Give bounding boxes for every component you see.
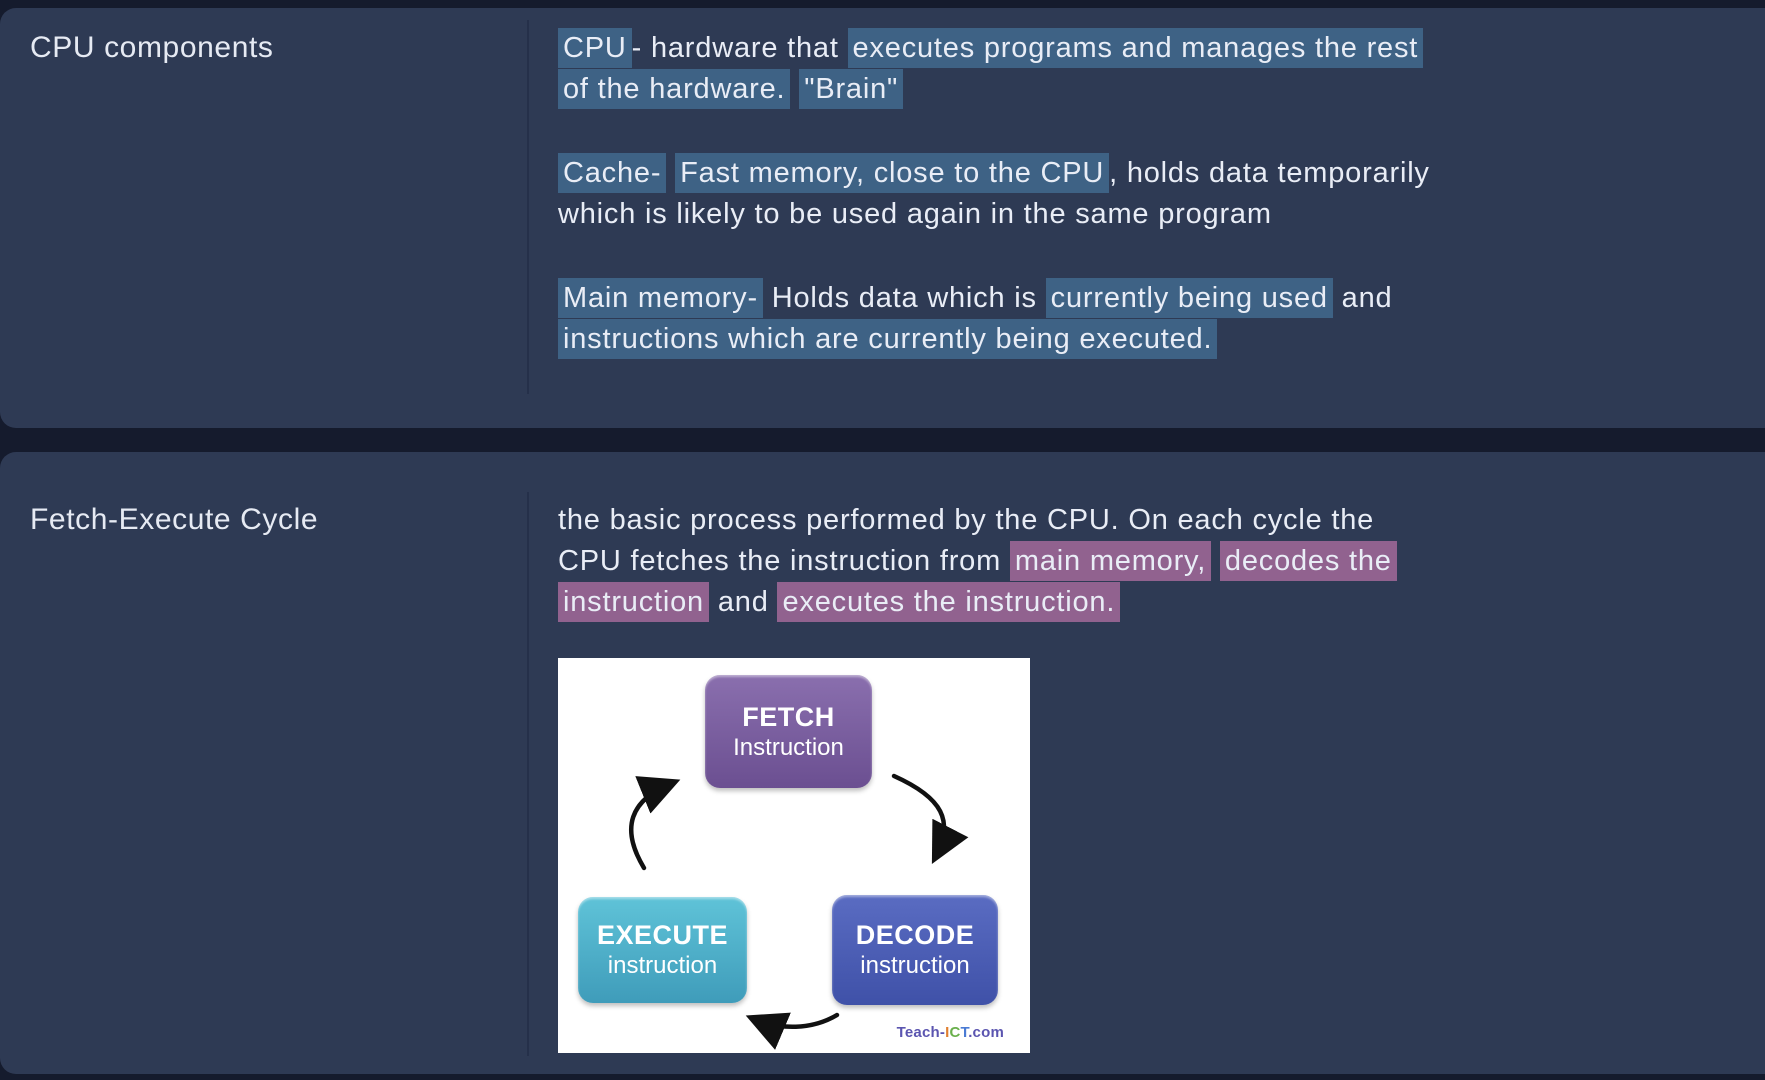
plain-text: and	[1332, 282, 1393, 314]
node-title: FETCH	[742, 701, 835, 732]
plain-text	[1211, 545, 1220, 577]
cycle-diagram-image[interactable]: FETCH Instruction DECODE instruction EXE…	[558, 658, 1030, 1053]
definition-text: CPU- hardware that executes programs and…	[558, 28, 1745, 360]
arrow-execute-to-fetch-icon	[629, 776, 681, 871]
highlighted-text: of the hardware.	[558, 69, 791, 109]
highlighted-text: instructions which are currently being e…	[558, 319, 1218, 359]
plain-text: , holds data temporarily	[1109, 157, 1430, 189]
teach-ict-credit: Teach-ICT.com	[897, 1024, 1004, 1041]
highlighted-text: decodes the	[1219, 541, 1397, 581]
credit-segment: T	[960, 1024, 969, 1041]
highlighted-text: executes programs and manages the rest	[847, 28, 1424, 68]
arrow-fetch-to-decode-icon	[891, 773, 969, 865]
credit-segment: Teach-	[896, 1024, 946, 1041]
plain-text: and	[708, 586, 778, 618]
term-text: Fetch-Execute Cycle	[30, 503, 319, 536]
plain-text: CPU fetches the instruction from	[558, 545, 1010, 577]
definition-paragraph: Cache- Fast memory, close to the CPU, ho…	[558, 153, 1745, 235]
column-divider	[527, 20, 529, 394]
column-divider	[527, 492, 529, 1056]
highlighted-text: CPU	[558, 28, 632, 68]
highlighted-text: executes the instruction.	[777, 582, 1121, 622]
credit-segment: C	[949, 1024, 961, 1041]
credit-segment: .com	[968, 1024, 1004, 1041]
node-subtitle: instruction	[860, 952, 970, 979]
definition-paragraph: CPU- hardware that executes programs and…	[558, 28, 1745, 110]
term-text: CPU components	[30, 31, 274, 64]
plain-text: the basic process performed by the CPU. …	[558, 504, 1375, 536]
plain-text	[666, 157, 675, 189]
arrow-decode-to-execute-icon	[745, 1012, 840, 1050]
node-subtitle: Instruction	[733, 733, 844, 761]
fetch-instruction-node: FETCH Instruction	[705, 675, 872, 788]
definition-column: the basic process performed by the CPU. …	[529, 452, 1765, 1074]
node-title: DECODE	[855, 920, 975, 950]
highlighted-text: Cache-	[558, 153, 667, 193]
definition-column: CPU- hardware that executes programs and…	[529, 8, 1765, 428]
highlighted-text: Fast memory, close to the CPU	[675, 153, 1110, 193]
flashcard-row-cpu-components[interactable]: CPU components CPU- hardware that execut…	[0, 8, 1765, 428]
plain-text: Holds data which is	[762, 282, 1046, 314]
highlighted-text: instruction	[558, 582, 709, 622]
highlighted-text: main memory,	[1009, 541, 1212, 581]
node-subtitle: instruction	[607, 952, 718, 979]
highlighted-text: "Brain"	[799, 69, 904, 109]
decode-instruction-node: DECODE instruction	[832, 895, 998, 1005]
credit-segment: I	[945, 1024, 950, 1041]
plain-text: - hardware that	[631, 32, 848, 64]
highlighted-text: Main memory-	[558, 278, 763, 318]
node-title: EXECUTE	[596, 920, 729, 950]
highlighted-text: currently being used	[1045, 278, 1333, 318]
flashcard-row-fetch-execute-cycle[interactable]: Fetch-Execute Cycle the basic process pe…	[0, 452, 1765, 1074]
term-column: CPU components	[0, 8, 529, 428]
execute-instruction-node: EXECUTE instruction	[578, 897, 747, 1003]
term-column: Fetch-Execute Cycle	[0, 452, 529, 1074]
definition-paragraph: Main memory- Holds data which is current…	[558, 278, 1745, 360]
definition-paragraph: the basic process performed by the CPU. …	[558, 500, 1745, 623]
plain-text	[790, 73, 799, 105]
plain-text: which is likely to be used again in the …	[558, 198, 1272, 230]
definition-text: the basic process performed by the CPU. …	[558, 500, 1745, 623]
